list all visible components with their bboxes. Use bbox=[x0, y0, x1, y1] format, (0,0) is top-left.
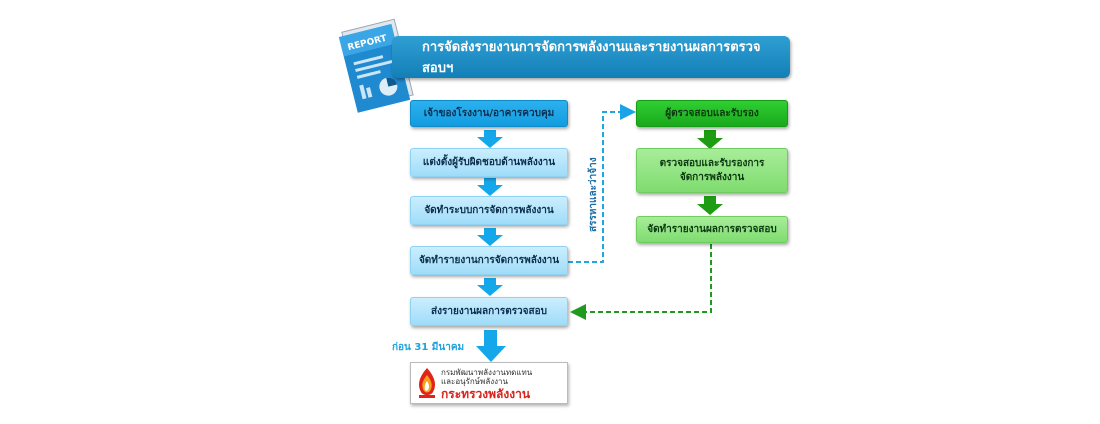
step-submit-audit-report: ส่งรายงานผลการตรวจสอบ bbox=[410, 297, 568, 326]
step-energy-system: จัดทำระบบการจัดการพลังงาน bbox=[410, 196, 568, 225]
down-arrow-2 bbox=[477, 178, 503, 196]
diagram-title: การจัดส่งรายงานการจัดการพลังงานและรายงาน… bbox=[392, 36, 790, 78]
step-audit-report: จัดทำรายงานผลการตรวจสอบ bbox=[636, 216, 788, 243]
logo-line-3: กระทรวงพลังงาน bbox=[441, 387, 531, 401]
flame-emblem-icon bbox=[419, 368, 435, 398]
dashed-connector-blue bbox=[568, 104, 636, 263]
logo-line-1: กรมพัฒนาพลังงานทดแทน bbox=[441, 368, 533, 377]
down-arrow-4 bbox=[477, 278, 503, 296]
right-down-arrows bbox=[697, 130, 723, 215]
step-audit-certify: ตรวจสอบและรับรองการจัดการพลังงาน bbox=[636, 148, 788, 193]
down-arrow-5 bbox=[476, 330, 506, 362]
left-down-arrows bbox=[476, 130, 506, 362]
ministry-logo: กรมพัฒนาพลังงานทดแทน และอนุรักษ์พลังงาน … bbox=[410, 362, 568, 404]
dashed-connector-green bbox=[570, 244, 712, 320]
step-auditor: ผู้ตรวจสอบและรับรอง bbox=[636, 100, 788, 127]
step-appoint-responsible: แต่งตั้งผู้รับผิดชอบด้านพลังงาน bbox=[410, 148, 568, 177]
step-prepare-report: จัดทำรายงานการจัดการพลังงาน bbox=[410, 246, 568, 275]
green-arrow-1 bbox=[697, 130, 723, 149]
down-arrow-1 bbox=[477, 130, 503, 148]
logo-line-2: และอนุรักษ์พลังงาน bbox=[441, 377, 508, 386]
down-arrow-3 bbox=[477, 228, 503, 246]
deadline-label: ก่อน 31 มีนาคม bbox=[392, 342, 465, 353]
green-arrow-2 bbox=[697, 196, 723, 215]
step-owner: เจ้าของโรงงาน/อาคารควบคุม bbox=[410, 100, 568, 127]
recruit-hire-label: สรรหาและว่าจ้าง bbox=[588, 157, 599, 232]
